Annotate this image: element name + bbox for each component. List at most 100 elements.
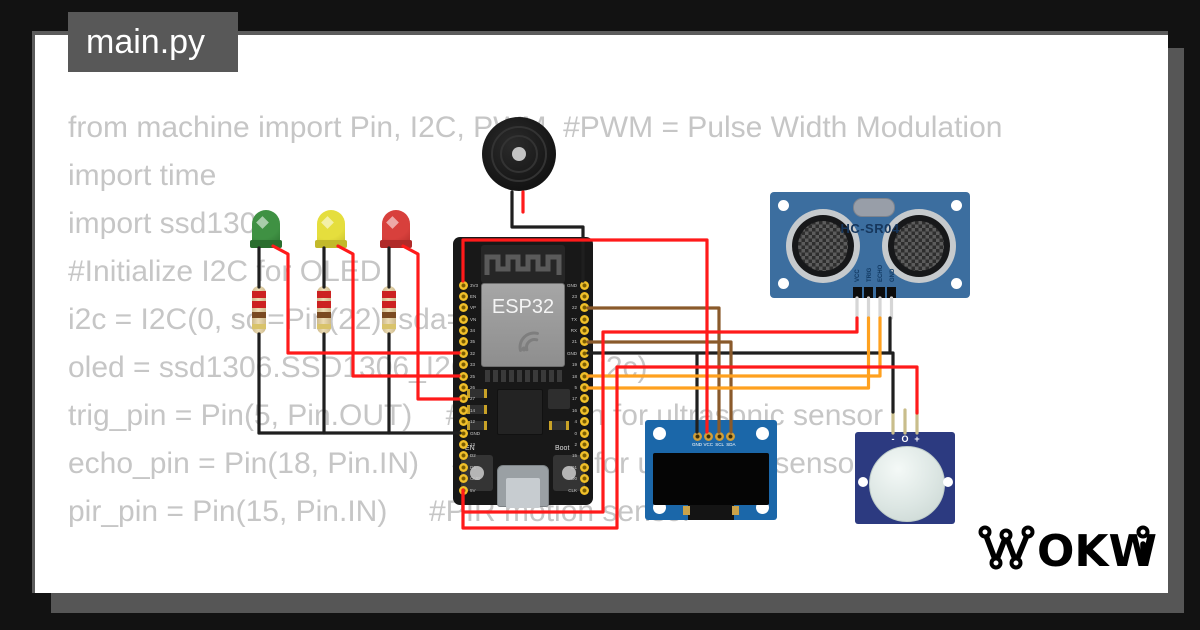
esp32-pads [485,370,563,382]
esp32-pin-label: 25 [470,373,476,379]
esp32-pin-d3-l16[interactable] [458,462,468,472]
resistor-band-brown [317,312,331,318]
esp32-pin-12-l12[interactable] [458,417,468,427]
tab-main-py[interactable]: main.py [68,12,238,72]
esp32-pin-tx-r3[interactable] [579,314,589,324]
mount-hole [756,427,769,440]
esp32-pin-32-l6[interactable] [458,348,468,358]
resistor-band-red [252,291,266,298]
esp32-pin-rx-r4[interactable] [579,326,589,336]
esp32-pin-label: 22 [571,305,577,311]
resistor-band-gold [252,324,266,329]
buzzer[interactable] [482,117,556,191]
esp32-pin-label: 4 [574,419,577,425]
esp32-pin-label: GND [567,350,577,356]
esp32-pin-vp-l2[interactable] [458,303,468,313]
resistor-band-red [252,301,266,308]
esp32-pin-d2-l15[interactable] [458,451,468,461]
esp32-pin-4-r12[interactable] [579,417,589,427]
code-block: from machine import Pin, I2C, PWM #PWM =… [68,104,1165,536]
oled-pin-gnd[interactable] [692,432,702,441]
esp32-pin-label: 35 [470,339,476,345]
hcsr04-label: HC-SR04 [840,221,900,236]
oled-connector-pad [683,506,690,515]
esp32-pin-label: EN [470,293,477,299]
esp32-pin-label: 34 [470,328,476,334]
resistor-band-red [317,291,331,298]
oled-pin-vcc[interactable] [703,432,713,441]
esp32-pin-17-r10[interactable] [579,394,589,404]
hcsr04-pin-gnd[interactable] [887,287,896,298]
pir-pin-label: O [901,434,909,444]
esp32-pin-en-l1[interactable] [458,291,468,301]
en-button[interactable] [461,455,493,491]
oled-pin-sda[interactable] [726,432,736,441]
hcsr04-pin-label: TRIG [866,267,873,282]
esp32-pin-23-r1[interactable] [579,291,589,301]
esp32-pin-27-l10[interactable] [458,394,468,404]
esp32-pin-d0-r17[interactable] [579,474,589,484]
esp32-pin-0-r13[interactable] [579,428,589,438]
esp32-pin-33-l7[interactable] [458,360,468,370]
esp32-pin-label: D1 [571,464,577,470]
buzzer-ring [491,126,547,182]
wifi-icon [518,331,539,352]
mount-hole [778,200,789,211]
esp32-pin-label: 27 [470,396,476,402]
wokwi-logo-nodes [978,525,1035,570]
esp32-pin-18-r8[interactable] [579,371,589,381]
code-line: i2c = I2C(0, scl=Pin(22), sda=Pin(21)) [68,303,571,336]
esp32-pin-13-l14[interactable] [458,439,468,449]
resistor[interactable] [382,286,396,334]
pir-motion-sensor[interactable]: -O+ [855,432,955,524]
esp32-pin-label: 2 [574,441,577,447]
esp32-pin-21-r5[interactable] [579,337,589,347]
esp32-pin-22-r2[interactable] [579,303,589,313]
editor-area[interactable]: from machine import Pin, I2C, PWM #PWM =… [35,35,1165,593]
led-highlight [256,216,269,229]
esp32-pin-34-l4[interactable] [458,326,468,336]
esp32-pin-label: D2 [470,453,476,459]
esp32-pin-5v-l18[interactable] [458,485,468,495]
resistor[interactable] [317,286,331,334]
esp32-pin-19-r7[interactable] [579,360,589,370]
esp32-pin-vn-l3[interactable] [458,314,468,324]
hcsr04-pin-vcc[interactable] [852,287,862,298]
esp32-pin-label: 5 [574,385,577,390]
micro-usb-port [497,465,549,508]
boot-button[interactable] [553,455,585,491]
esp32-pin-35-l5[interactable] [458,337,468,347]
esp32-pin-15-r15[interactable] [579,451,589,461]
esp32-pin-16-r11[interactable] [579,405,589,415]
resistor-band-gold [382,324,396,329]
esp32-pin-3v3-l0[interactable] [458,280,468,290]
esp32-pin-cmd-l17[interactable] [458,474,468,484]
oled-screen [653,453,769,505]
hcsr04-pin-label: GND [889,268,896,282]
esp32-pin-clk-r18[interactable] [579,485,589,495]
esp32-pin-gnd-r0[interactable] [579,280,589,290]
esp32-pin-25-l8[interactable] [458,371,468,381]
hcsr04-pin-echo[interactable] [875,287,885,298]
esp32-antenna [481,245,565,283]
mount-hole [858,477,868,487]
esp32-pin-5-r9[interactable] [579,383,589,392]
esp32-pin-2-r14[interactable] [579,439,589,449]
resistor[interactable] [252,286,266,334]
esp32-pin-gnd-r6[interactable] [579,348,589,358]
resistor-band-red [317,301,331,308]
oled-pin-scl[interactable] [715,432,725,441]
esp32-pin-d1-r16[interactable] [579,462,589,472]
esp32-pin-26-l9[interactable] [458,383,468,392]
esp32-pin-gnd-l13[interactable] [458,428,468,438]
esp32-pin-14-l11[interactable] [458,405,468,415]
esp32-pin-label: 14 [470,407,476,413]
esp32-pin-label: 15 [571,453,577,459]
oled-connector [688,505,734,520]
hcsr04-pin-trig[interactable] [864,287,873,298]
green-led-flange [250,240,282,248]
